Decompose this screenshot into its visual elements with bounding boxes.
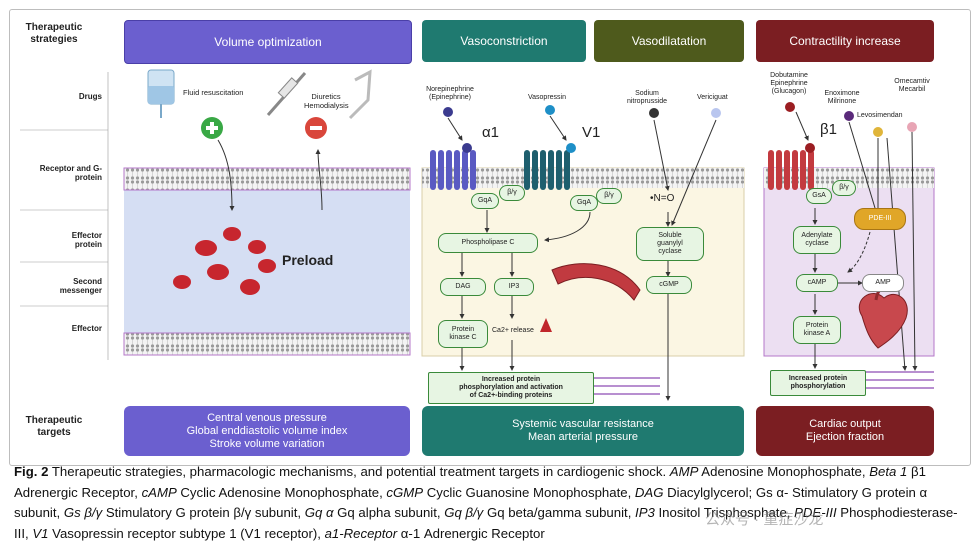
enoximone-molecule-icon: [844, 111, 854, 121]
levosimendan-molecule-icon: [873, 127, 883, 137]
vasopressin-label: Vasopressin: [528, 94, 567, 101]
vericiguat-molecule-icon: [711, 108, 721, 118]
dag-box: DAG: [440, 278, 486, 296]
diuretic-drip-icon: [348, 69, 372, 120]
vericiguat-label: Vericiguat: [697, 94, 728, 101]
preload-label: Preload: [282, 252, 334, 268]
red-blood-cells-icon: [173, 227, 276, 295]
label-receptor: Receptor and G-protein: [39, 164, 102, 182]
camp-box: cAMP: [796, 274, 838, 292]
v1-receptor-icon: [524, 150, 570, 190]
blood-vessel-icon: [551, 263, 641, 301]
banner-vasodilatation: Vasodilatation: [594, 20, 744, 62]
beta-gamma-subunit-1: β/γ: [499, 185, 525, 201]
gsa-subunit: GsA: [806, 188, 832, 204]
calcium-icon: [540, 318, 552, 332]
beta-gamma-subunit-3: β/γ: [832, 180, 856, 196]
ca-release-label: Ca2+ release: [492, 327, 534, 334]
amp-box: AMP: [862, 274, 904, 292]
watermark: 公众号 · 重症沙龙: [705, 511, 824, 528]
levosimendan-label: Levosimendan: [857, 112, 903, 119]
banner-vasoconstriction: Vasoconstriction: [422, 20, 586, 62]
label-effector: Effector: [71, 324, 102, 333]
alpha1-label: α1: [482, 124, 499, 141]
row-dividers: [20, 72, 109, 360]
v1-label: V1: [582, 124, 600, 141]
myofilament-icon: [592, 377, 660, 395]
nitric-oxide-label: •N=O: [650, 193, 675, 204]
phospholipase-c-box: Phospholipase C: [438, 233, 538, 253]
label-drugs: Drugs: [78, 92, 102, 101]
syringe-icon: [266, 72, 307, 116]
norepinephrine-label: Norepinephrine(Epinephrine): [426, 86, 474, 101]
iv-bag-icon: [147, 69, 175, 118]
beta-gamma-subunit-2: β/γ: [596, 188, 622, 204]
ip3-box: IP3: [494, 278, 534, 296]
beta1-label: β1: [820, 121, 837, 138]
gqa-subunit-2: GqA: [570, 195, 598, 211]
nitroprusside-molecule-icon: [649, 108, 659, 118]
omecamtiv-molecule-icon: [907, 122, 917, 132]
beta1-receptor-icon: [768, 150, 814, 190]
dobutamine-molecule-icon: [785, 102, 795, 112]
banner-contractility: Contractility increase: [756, 20, 934, 62]
alpha1-receptor-icon: [430, 150, 476, 190]
gqa-subunit-1: GqA: [471, 193, 499, 209]
vasopressin-molecule-icon: [545, 105, 555, 115]
sarcomere-icon: [866, 371, 934, 389]
norepinephrine-molecule-icon: [443, 107, 453, 117]
contractility-panel: [763, 102, 935, 389]
cgmp-box: cGMP: [646, 276, 692, 294]
banner-volume-optimization: Volume optimization: [124, 20, 412, 64]
fluid-resuscitation-label: Fluid resuscitation: [183, 88, 244, 97]
figure-caption: Fig. 2 Therapeutic strategies, pharmacol…: [14, 464, 958, 541]
volume-panel: [123, 69, 411, 356]
pde-iii-box: PDE-III: [854, 208, 906, 230]
